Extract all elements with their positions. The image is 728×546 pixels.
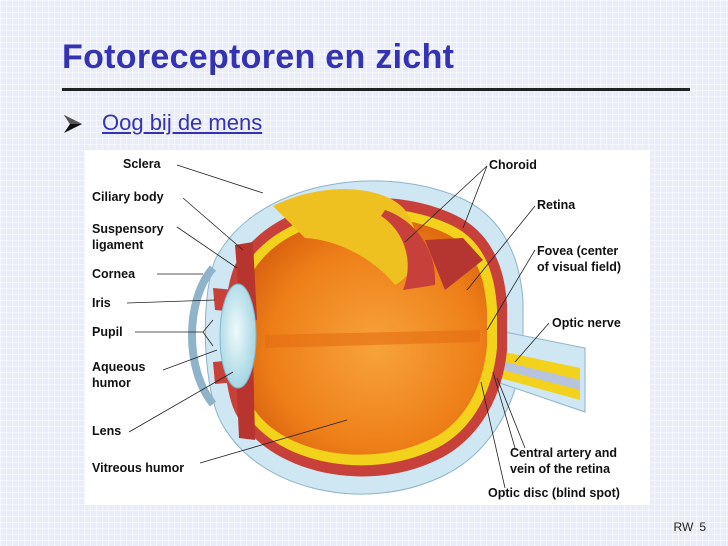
label-fovea-line2: of visual field) [537,260,622,274]
label-cornea: Cornea [92,267,136,281]
page-number: 5 [699,520,706,534]
slide-title: Fotoreceptoren en zicht [62,38,455,76]
label-retina: Retina [537,198,576,212]
label-optic-disc: Optic disc (blind spot) [488,486,620,500]
bullet-arrow-icon [64,115,82,133]
leader-lines [126,164,550,489]
title-divider [62,88,690,91]
label-lens: Lens [92,424,122,438]
label-choroid: Choroid [489,158,537,172]
label-central-artery-line1: Central artery and [510,446,617,460]
label-optic-nerve: Optic nerve [552,316,621,330]
label-suspensory-line1: Suspensory [92,222,164,236]
label-pupil: Pupil [92,325,123,339]
slide-footer: RW 5 [668,520,706,534]
footer-author: RW [673,520,694,534]
label-ciliary-body: Ciliary body [92,190,164,204]
eye-diagram: Sclera Ciliary body Suspensory ligament … [85,150,650,505]
label-fovea-line1: Fovea (center [537,244,619,258]
label-suspensory-line2: ligament [92,238,144,252]
bullet-text: Oog bij de mens [102,110,263,135]
eye-illustration [126,164,586,495]
label-aqueous-line2: humor [92,376,131,390]
label-iris: Iris [92,296,111,310]
lens-shape [219,283,257,389]
cornea-shape [188,265,217,407]
label-sclera: Sclera [123,157,161,171]
label-aqueous-line1: Aqueous [92,360,146,374]
label-central-artery-line2: vein of the retina [510,462,611,476]
cutaway-flap [273,189,483,290]
label-vitreous-humor: Vitreous humor [92,461,185,475]
